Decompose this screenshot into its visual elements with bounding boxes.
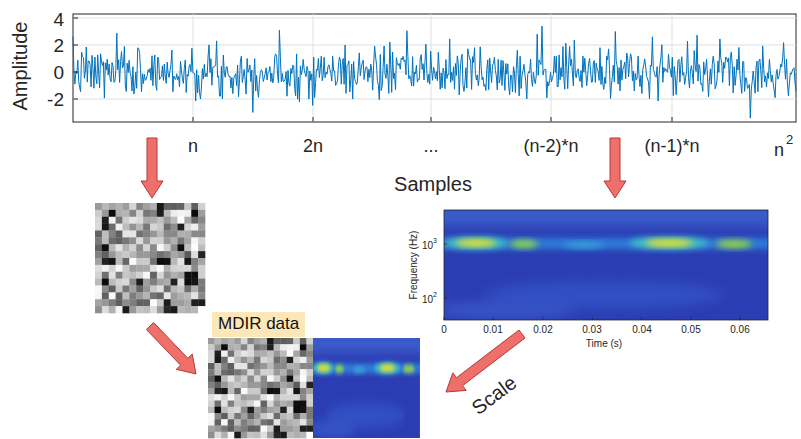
signal-trace [73, 26, 796, 118]
axis-tick: ... [423, 137, 438, 155]
axis-title: Amplitude [10, 22, 30, 111]
axis-tick: 10 [422, 241, 433, 251]
superscript: 2 [433, 291, 437, 298]
axis-title: Frequency (Hz) [409, 231, 419, 300]
axis-title: Time (s) [586, 339, 622, 349]
axis-tick: 10 [422, 295, 433, 305]
block-arrow [146, 323, 196, 375]
axis-tick: 2 [53, 36, 64, 55]
axis-title: Samples [394, 174, 472, 194]
axis-tick: 0.06 [730, 325, 749, 335]
axis-tick: 0.05 [681, 325, 700, 335]
block-arrow [604, 138, 626, 198]
axis-tick: 0.01 [483, 325, 502, 335]
arrow-label: Scale [468, 372, 520, 418]
superscript: 2 [786, 133, 793, 146]
superscript: 3 [433, 237, 437, 244]
axis-tick: 0 [53, 63, 64, 82]
axis-tick: n [188, 137, 198, 155]
axis-tick: 2n [303, 137, 323, 155]
block-arrow [141, 138, 163, 198]
axis-tick: 0.03 [582, 325, 601, 335]
axis-tick: 0.02 [533, 325, 552, 335]
axis-tick: -2 [47, 90, 64, 109]
axis-tick: (n-2)*n [523, 137, 578, 155]
axis-tick: (n-1)*n [644, 137, 699, 155]
axis-tick: 0.04 [632, 325, 651, 335]
node-text: MDIR data [218, 314, 299, 333]
axis-tick: 0 [441, 325, 447, 335]
axis-tick: 4 [53, 10, 64, 29]
title-tag: MDIR data [212, 312, 305, 337]
axis-tick: n [774, 141, 784, 159]
